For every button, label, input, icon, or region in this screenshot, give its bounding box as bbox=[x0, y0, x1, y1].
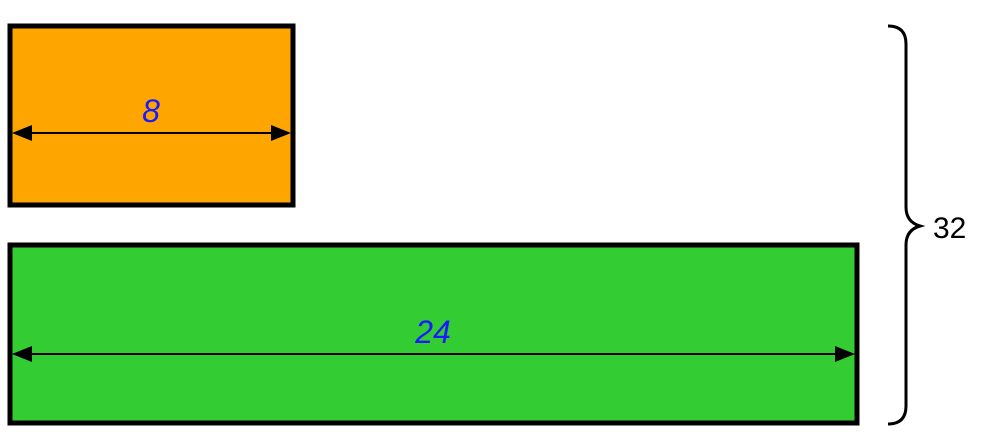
total-brace bbox=[887, 24, 926, 426]
total-label: 32 bbox=[933, 212, 966, 245]
orange-bar-label: 8 bbox=[142, 93, 160, 129]
green-bar bbox=[7, 242, 860, 426]
green-bar-label: 24 bbox=[414, 314, 451, 350]
orange-bar bbox=[7, 23, 296, 208]
